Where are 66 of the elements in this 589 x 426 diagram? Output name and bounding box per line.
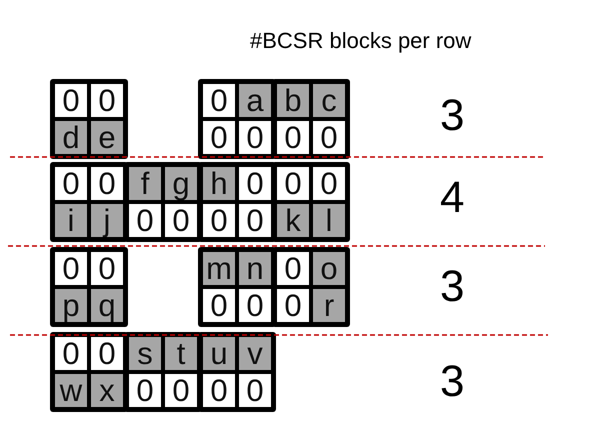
- matrix-entry: 0: [91, 252, 123, 285]
- matrix-entry: w: [55, 374, 87, 407]
- block-count: 3: [440, 360, 464, 404]
- matrix-entry: l: [313, 204, 345, 237]
- matrix-entry: 0: [203, 84, 235, 117]
- matrix-entry: 0: [277, 252, 309, 285]
- matrix-entry: c: [313, 84, 345, 117]
- block-frame: [124, 332, 202, 412]
- matrix-entry: 0: [203, 289, 235, 322]
- matrix-entry: 0: [239, 289, 271, 322]
- matrix-entry: s: [129, 337, 161, 370]
- matrix-entry: 0: [203, 374, 235, 407]
- matrix-entry: n: [239, 252, 271, 285]
- matrix-entry: 0: [203, 121, 235, 154]
- matrix-entry: 0: [129, 374, 161, 407]
- matrix-entry: 0: [239, 167, 271, 200]
- matrix-entry: 0: [165, 204, 197, 237]
- matrix-entry: 0: [165, 374, 197, 407]
- heading: #BCSR blocks per row: [250, 28, 472, 54]
- matrix-entry: 0: [313, 121, 345, 154]
- matrix-entry: 0: [91, 167, 123, 200]
- matrix-entry: 0: [239, 374, 271, 407]
- block-frame: [272, 162, 350, 242]
- matrix-entry: i: [55, 204, 87, 237]
- matrix-entry: 0: [313, 167, 345, 200]
- matrix-entry: r: [313, 289, 345, 322]
- matrix-entry: x: [91, 374, 123, 407]
- matrix-entry: 0: [277, 121, 309, 154]
- block-frame: [50, 79, 128, 159]
- matrix-entry: 0: [55, 167, 87, 200]
- block-frame: [124, 162, 202, 242]
- block-frame: [198, 162, 276, 242]
- matrix-entry: 0: [129, 204, 161, 237]
- matrix-entry: 0: [203, 204, 235, 237]
- matrix-entry: 0: [277, 289, 309, 322]
- matrix-entry: v: [239, 337, 271, 370]
- block-frame: [50, 162, 128, 242]
- block-frame: [198, 79, 276, 159]
- matrix-entry: b: [277, 84, 309, 117]
- block-count: 3: [440, 94, 464, 138]
- block-frame: [272, 247, 350, 327]
- block-frame: [272, 79, 350, 159]
- matrix-entry: 0: [277, 167, 309, 200]
- matrix-entry: 0: [55, 84, 87, 117]
- matrix-entry: 0: [239, 204, 271, 237]
- block-frame: [50, 332, 128, 412]
- block-frame: [50, 247, 128, 327]
- matrix-entry: a: [239, 84, 271, 117]
- matrix-entry: t: [165, 337, 197, 370]
- block-count: 3: [440, 265, 464, 309]
- matrix-entry: 0: [239, 121, 271, 154]
- matrix-entry: h: [203, 167, 235, 200]
- matrix-entry: 0: [91, 84, 123, 117]
- matrix-entry: k: [277, 204, 309, 237]
- matrix-entry: d: [55, 121, 87, 154]
- matrix-entry: 0: [91, 337, 123, 370]
- matrix-entry: m: [203, 252, 235, 285]
- matrix-entry: u: [203, 337, 235, 370]
- block-count: 4: [440, 176, 464, 220]
- matrix-entry: f: [129, 167, 161, 200]
- matrix-entry: e: [91, 121, 123, 154]
- matrix-entry: 0: [55, 252, 87, 285]
- block-frame: [198, 332, 276, 412]
- matrix-entry: o: [313, 252, 345, 285]
- matrix-entry: 0: [55, 337, 87, 370]
- block-frame: [198, 247, 276, 327]
